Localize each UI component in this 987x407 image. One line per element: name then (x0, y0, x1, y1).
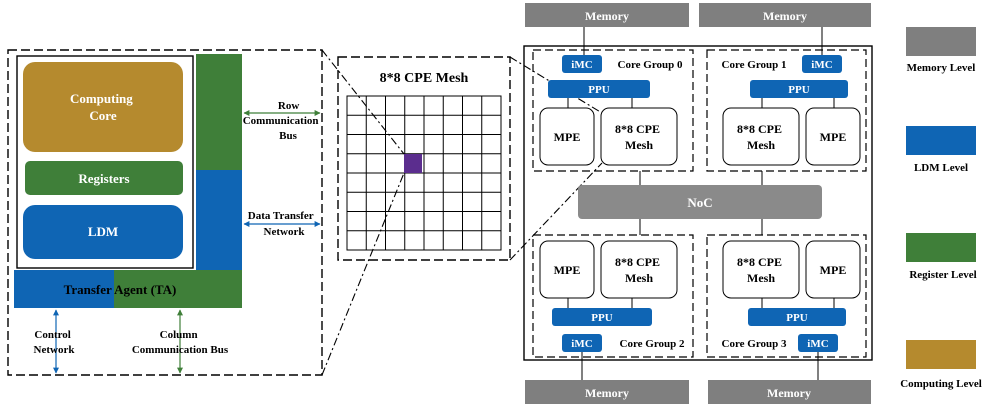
core-group-2-ppu-label: PPU (591, 312, 612, 324)
memory-bottom-2-label: Memory (585, 386, 629, 400)
memory-bottom-2 (525, 380, 689, 404)
legend-swatch-ldm (906, 126, 976, 155)
memory-top-0 (525, 3, 689, 27)
core-group-3-cpe-mesh-label: 8*8 CPE Mesh (737, 255, 785, 285)
zoom-line-mesh-top (321, 49, 405, 155)
core-group-3: 8*8 CPE Mesh MPE PPU Core Group 3 iMC (706, 234, 867, 358)
core-group-3-ppu-label: PPU (786, 312, 807, 324)
noc-block (578, 185, 822, 219)
ldm-label: LDM (88, 224, 118, 239)
transfer-agent-blue (14, 270, 114, 308)
core-group-3-ppu (748, 308, 846, 326)
memory-top-1-label: Memory (763, 9, 807, 23)
cpe-detail-panel: Computing Core Registers LDM Transfer Ag… (7, 49, 323, 376)
core-group-2-imc (562, 334, 602, 352)
core-group-3-label: Core Group 3 (722, 338, 787, 350)
chip-frame (523, 45, 873, 361)
control-network-label: Control Network (34, 329, 76, 356)
data-network-column (196, 170, 242, 270)
core-group-0-imc-label: iMC (571, 59, 592, 71)
zoom-line-chip-bottom (509, 162, 603, 261)
mesh-title: 8*8 CPE Mesh (380, 71, 469, 86)
core-group-2-label: Core Group 2 (620, 338, 685, 350)
row-bus-label: Row Communication Bus (243, 100, 322, 142)
core-group-1-cpe-mesh-label: 8*8 CPE Mesh (737, 122, 785, 152)
data-network-label: Data Transfer Network (248, 210, 316, 238)
computing-core-label: Computing Core (70, 91, 136, 123)
core-group-1-imc-label: iMC (811, 59, 832, 71)
core-group-1-cpe-mesh (722, 107, 800, 166)
core-group-2-ppu (552, 308, 652, 326)
registers-block (25, 161, 183, 195)
core-group-0-imc (562, 55, 602, 73)
core-group-3-cpe-mesh (722, 240, 800, 299)
memory-top-0-label: Memory (585, 9, 629, 23)
registers-label: Registers (78, 171, 129, 186)
noc-label: NoC (687, 195, 712, 210)
core-group-3-imc (798, 334, 838, 352)
core-group-1-ppu (750, 80, 848, 98)
zoom-line-mesh-bottom (321, 172, 405, 376)
legend-swatch-memory (906, 27, 976, 56)
ldm-block (23, 205, 183, 259)
mesh-frame (337, 56, 511, 261)
core-group-0-cpe-mesh (600, 107, 678, 166)
core-group-1-imc (802, 55, 842, 73)
legend-swatch-computing (906, 340, 976, 369)
core-group-0-ppu-label: PPU (588, 84, 609, 96)
row-bus-column (196, 54, 242, 170)
legend-swatch-register (906, 233, 976, 262)
legend-label-computing: Computing Level (900, 378, 982, 390)
core-group-2-frame (532, 234, 694, 358)
core-group-1-ppu-label: PPU (788, 84, 809, 96)
core-group-2-mpe-label: MPE (554, 263, 581, 277)
core-group-2-imc-label: iMC (571, 338, 592, 350)
core-group-3-mpe-label: MPE (820, 263, 847, 277)
transfer-agent-label: Transfer Agent (TA) (64, 282, 177, 297)
chip-panel: Memory Memory Memory Memory NoC iMC Core… (523, 3, 873, 404)
core-group-2: MPE 8*8 CPE Mesh PPU iMC Core Group 2 (532, 234, 694, 358)
memory-bottom-3-label: Memory (767, 386, 811, 400)
core-group-1-label: Core Group 1 (722, 59, 787, 71)
mesh-grid (346, 95, 502, 251)
core-group-0-label: Core Group 0 (618, 59, 683, 71)
core-group-0-frame (532, 49, 694, 172)
core-group-0-mpe (539, 107, 595, 166)
core-group-3-imc-label: iMC (807, 338, 828, 350)
legend-label-ldm: LDM Level (914, 162, 968, 174)
mesh-highlight-cell (404, 154, 422, 173)
core-group-2-cpe-mesh-label: 8*8 CPE Mesh (615, 255, 663, 285)
legend-label-register: Register Level (909, 269, 976, 281)
core-group-0-ppu (548, 80, 650, 98)
memory-top-1 (699, 3, 871, 27)
cpe-mesh-panel: 8*8 CPE Mesh (337, 56, 511, 261)
legend: Memory Level LDM Level Register Level Co… (900, 27, 982, 390)
core-group-0-cpe-mesh-label: 8*8 CPE Mesh (615, 122, 663, 152)
core-group-2-mpe (539, 240, 595, 299)
core-group-1: Core Group 1 iMC PPU 8*8 CPE Mesh MPE (706, 49, 867, 172)
transfer-agent-green (114, 270, 242, 308)
column-bus-label: Column Communication Bus (132, 329, 229, 356)
core-group-1-mpe-label: MPE (820, 130, 847, 144)
cpe-core-frame (16, 55, 194, 269)
cpe-detail-frame (7, 49, 323, 376)
core-group-2-cpe-mesh (600, 240, 678, 299)
legend-label-memory: Memory Level (907, 62, 976, 74)
core-group-0-mpe-label: MPE (554, 130, 581, 144)
core-group-0: iMC Core Group 0 PPU MPE 8*8 CPE Mesh (532, 49, 694, 172)
core-group-1-mpe (805, 107, 861, 166)
core-group-3-mpe (805, 240, 861, 299)
core-group-1-frame (706, 49, 867, 172)
core-group-3-frame (706, 234, 867, 358)
computing-core-block (23, 62, 183, 152)
memory-bottom-3 (708, 380, 871, 404)
